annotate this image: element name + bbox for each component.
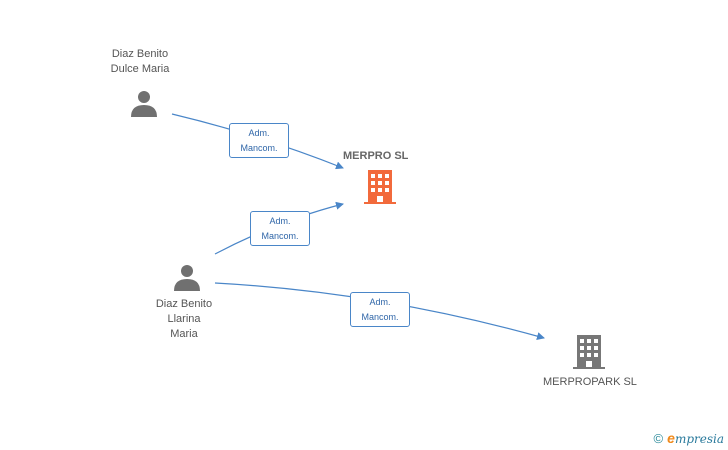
person-name-label: Diaz Benito Llarina Maria [155, 298, 213, 340]
building-icon[interactable] [572, 334, 606, 370]
building-icon[interactable] [363, 169, 397, 205]
copyright-icon: © [653, 430, 664, 446]
person-name-label: Diaz Benito Dulce Maria [110, 48, 170, 75]
person-icon[interactable] [172, 262, 202, 292]
edge-role-label: Adm. Mancom. [229, 123, 289, 158]
company-name-label[interactable]: MERPROPARK SL [543, 376, 637, 388]
edge-role-line2: Mancom. [240, 143, 278, 153]
person-icon[interactable] [129, 88, 159, 118]
edge-role-line1: Adm. [248, 128, 270, 138]
brand-logo: empresia [667, 430, 724, 446]
edge-role-line1: Adm. [269, 216, 291, 226]
edge-role-line2: Mancom. [261, 231, 299, 241]
edge-role-label: Adm. Mancom. [250, 211, 310, 246]
edge-role-line2: Mancom. [361, 312, 399, 322]
company-name-label[interactable]: MERPRO SL [343, 150, 409, 162]
edge-role-label: Adm. Mancom. [350, 292, 410, 327]
edge-role-line1: Adm. [369, 297, 391, 307]
brand-watermark: © empresia [654, 430, 724, 446]
